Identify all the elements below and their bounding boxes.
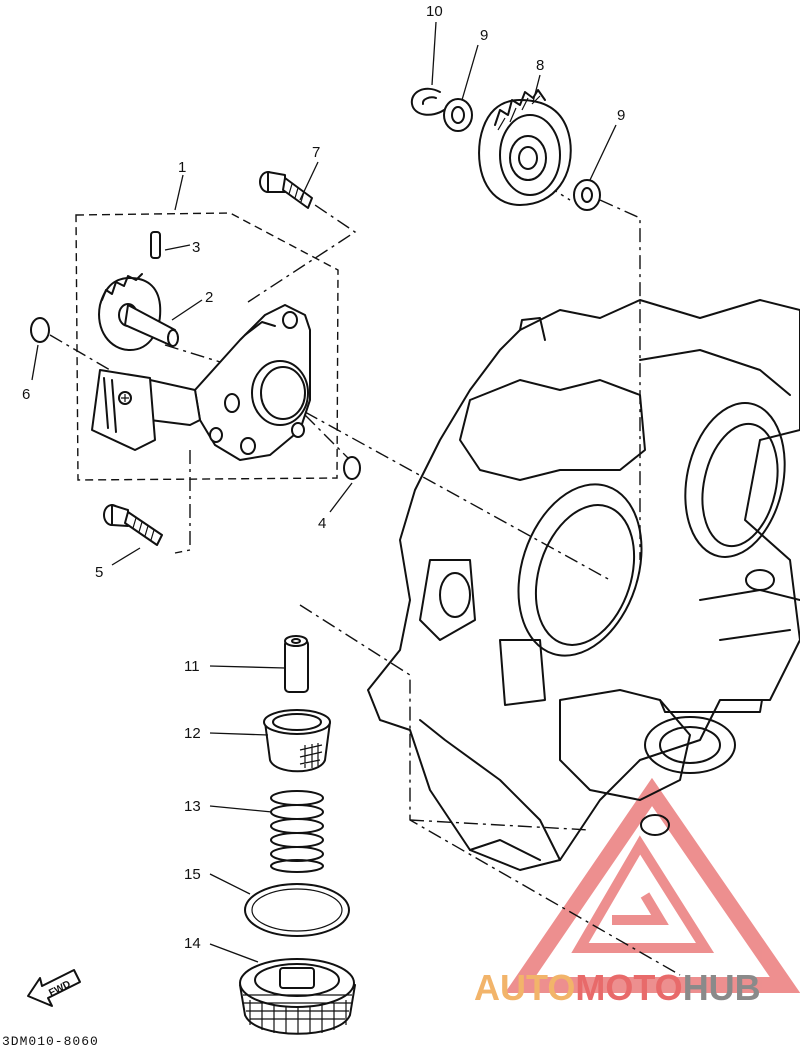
part-5-bolt <box>103 504 163 546</box>
forward-direction-arrow: FWD <box>27 969 81 1007</box>
callout-11: 11 <box>184 658 200 675</box>
callout-1: 1 <box>178 159 186 176</box>
part-12-strainer <box>263 709 331 773</box>
part-8-gear <box>478 89 572 206</box>
part-9-washer-right <box>573 179 601 211</box>
callout-4: 4 <box>318 515 326 532</box>
callout-7: 7 <box>312 144 320 161</box>
crankcase-housing <box>367 299 800 871</box>
watermark-auto: AUTO <box>474 967 575 1008</box>
part-15-o-ring <box>244 883 350 937</box>
callout-5: 5 <box>95 564 103 581</box>
leader-lines <box>31 21 617 963</box>
assembly-1-outline <box>75 212 339 481</box>
callout-14: 14 <box>184 935 201 952</box>
callout-9-right: 9 <box>617 107 625 124</box>
part-11-pipe <box>284 635 309 693</box>
callout-15: 15 <box>184 866 201 883</box>
watermark-wordmark: AUTOMOTOHUB <box>474 967 761 1008</box>
watermark-logo <box>504 777 800 993</box>
part-2-shaft-gear <box>98 273 179 351</box>
part-9-washer-upper <box>443 98 473 132</box>
oil-pump-body <box>91 304 311 461</box>
watermark-moto: MOTO <box>575 967 682 1008</box>
part-7-bolt <box>259 171 313 209</box>
part-6-o-ring <box>30 317 50 343</box>
callout-9-upper: 9 <box>480 27 488 44</box>
callout-numbers: 1 3 2 6 4 5 7 8 9 9 10 11 12 13 15 14 <box>22 3 625 952</box>
callout-2: 2 <box>205 289 213 306</box>
callout-13: 13 <box>184 798 201 815</box>
part-13-spring <box>270 790 324 873</box>
part-10-circlip <box>410 87 445 116</box>
callout-3: 3 <box>192 239 200 256</box>
part-14-drain-plug <box>239 958 356 1035</box>
callout-10: 10 <box>426 3 443 20</box>
alignment-lines <box>49 169 681 976</box>
callout-8: 8 <box>536 57 544 74</box>
watermark-hub: HUB <box>683 967 761 1008</box>
callout-6: 6 <box>22 386 30 403</box>
callout-12: 12 <box>184 725 201 742</box>
part-4-o-ring <box>343 456 361 480</box>
part-3-pin <box>150 231 161 259</box>
diagram-code: 3DM010-8060 <box>2 1034 99 1048</box>
